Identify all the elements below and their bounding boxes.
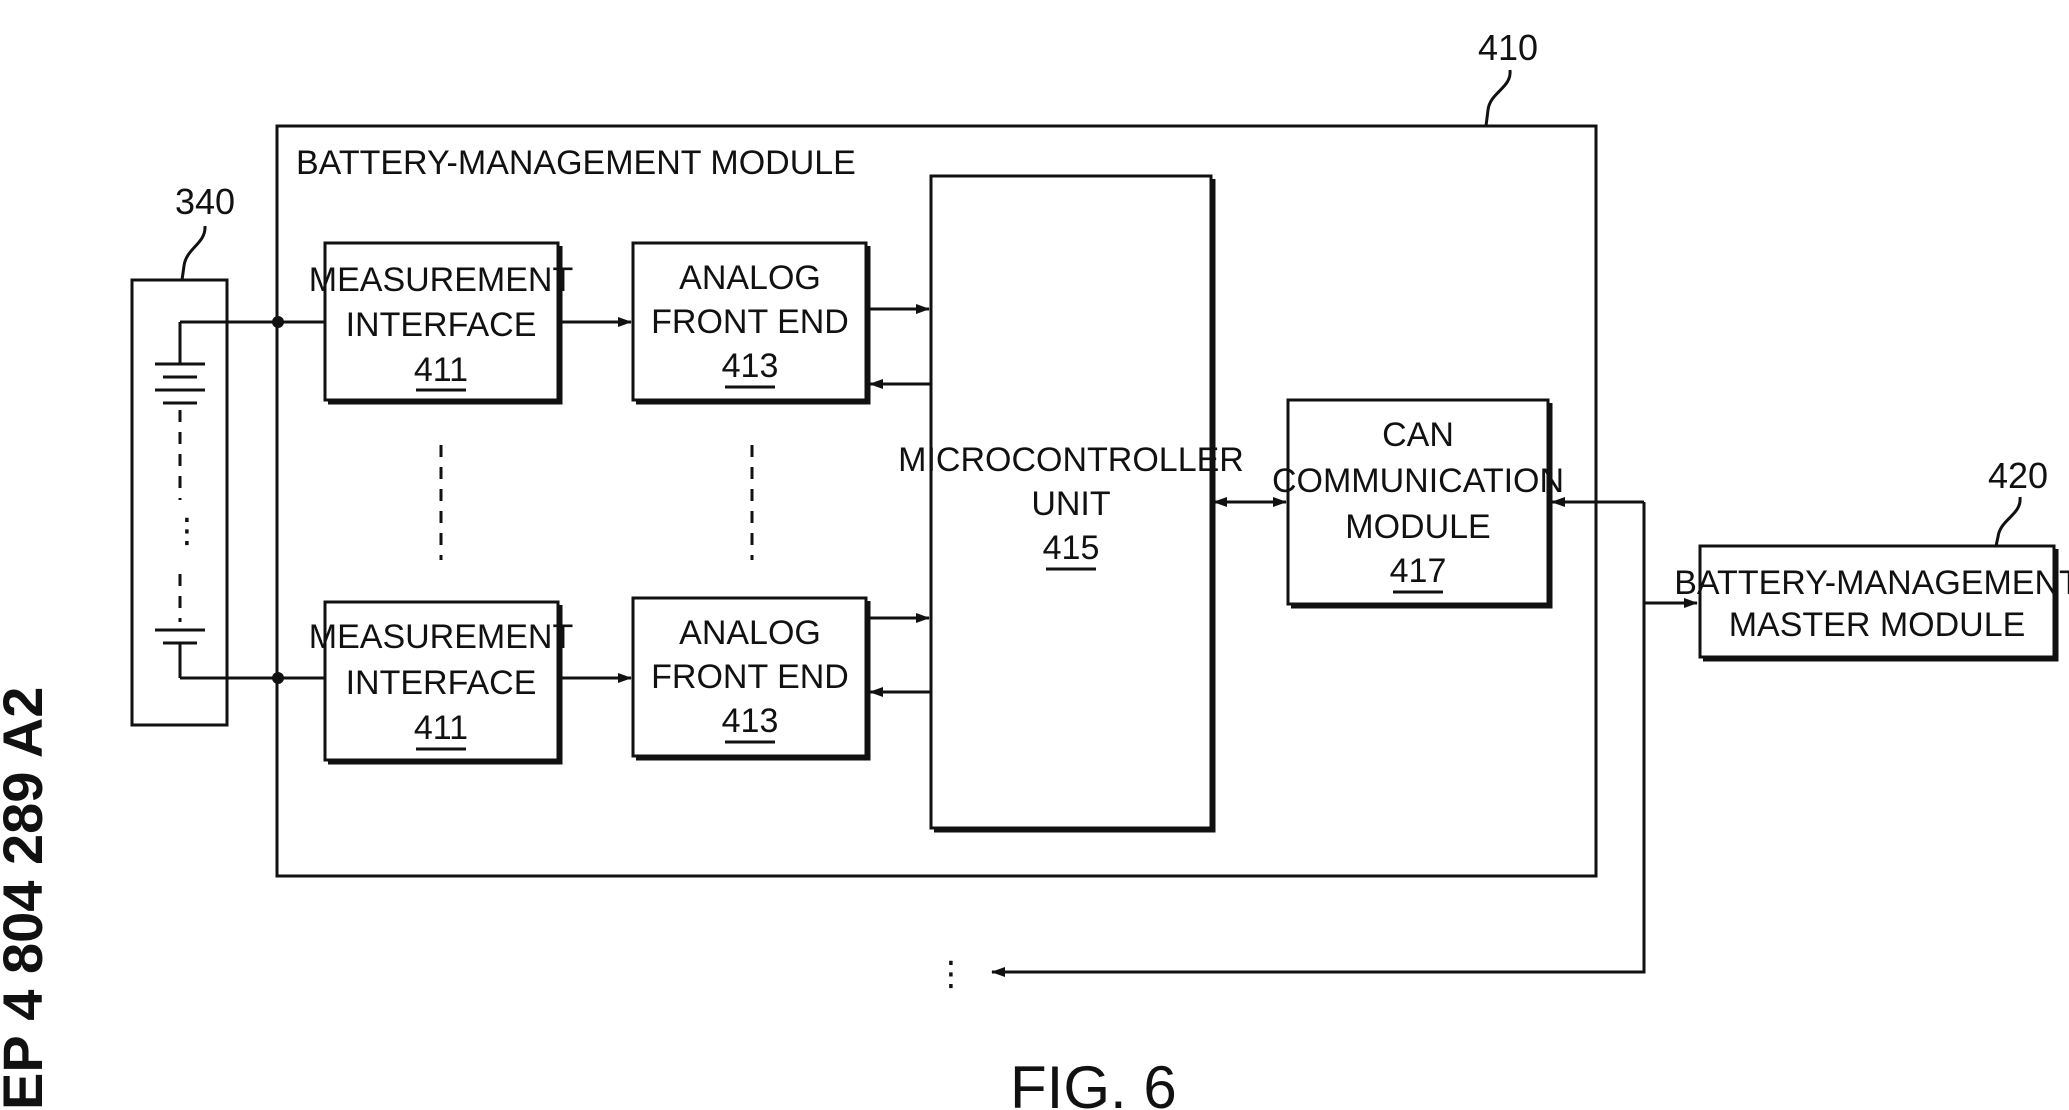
bus-ellipsis: ⋮ <box>934 955 968 993</box>
ref-master: 420 <box>1988 455 2048 496</box>
svg-text:COMMUNICATION: COMMUNICATION <box>1272 462 1564 500</box>
svg-text:417: 417 <box>1390 552 1447 590</box>
microcontroller-unit: MICROCONTROLLER UNIT 415 <box>898 176 1244 830</box>
junction-top <box>272 316 284 328</box>
svg-text:MASTER MODULE: MASTER MODULE <box>1729 606 2026 644</box>
svg-text:MEASUREMENT: MEASUREMENT <box>309 261 573 299</box>
analog-front-end-1: ANALOG FRONT END 413 <box>633 243 868 402</box>
svg-text:UNIT: UNIT <box>1031 485 1110 523</box>
leader-410 <box>1486 70 1510 126</box>
svg-text:415: 415 <box>1043 529 1100 567</box>
battery-management-master-module: BATTERY-MANAGEMENT MASTER MODULE <box>1674 546 2069 659</box>
svg-text:MEASUREMENT: MEASUREMENT <box>309 618 573 656</box>
publication-number: EP 4 804 289 A2 <box>0 687 54 1110</box>
svg-text:FRONT END: FRONT END <box>651 303 849 341</box>
ref-module: 410 <box>1478 27 1538 68</box>
measurement-interface-2: MEASUREMENT INTERFACE 411 <box>309 602 573 762</box>
svg-text:ANALOG: ANALOG <box>679 614 821 652</box>
svg-text:MODULE: MODULE <box>1345 508 1490 546</box>
leader-420 <box>1996 497 2020 546</box>
svg-text:CAN: CAN <box>1382 416 1454 454</box>
svg-text:INTERFACE: INTERFACE <box>346 306 537 344</box>
analog-front-end-2: ANALOG FRONT END 413 <box>633 598 868 758</box>
measurement-interface-1: MEASUREMENT INTERFACE 411 <box>309 243 573 402</box>
junction-bottom <box>272 672 284 684</box>
svg-text:BATTERY-MANAGEMENT: BATTERY-MANAGEMENT <box>1674 564 2069 602</box>
svg-text:ANALOG: ANALOG <box>679 259 821 297</box>
figure-caption: FIG. 6 <box>1010 1054 1177 1110</box>
svg-text:411: 411 <box>414 709 468 747</box>
battery-ellipsis: ⋮ <box>170 512 204 550</box>
svg-text:MICROCONTROLLER: MICROCONTROLLER <box>898 441 1244 479</box>
ref-battery: 340 <box>175 181 235 222</box>
can-communication-module: CAN COMMUNICATION MODULE 417 <box>1272 400 1564 606</box>
leader-340 <box>182 226 205 280</box>
module-title: BATTERY-MANAGEMENT MODULE <box>296 144 856 182</box>
svg-text:INTERFACE: INTERFACE <box>346 664 537 702</box>
svg-text:413: 413 <box>722 347 779 385</box>
svg-text:413: 413 <box>722 702 779 740</box>
svg-text:FRONT END: FRONT END <box>651 658 849 696</box>
svg-text:411: 411 <box>414 351 468 389</box>
